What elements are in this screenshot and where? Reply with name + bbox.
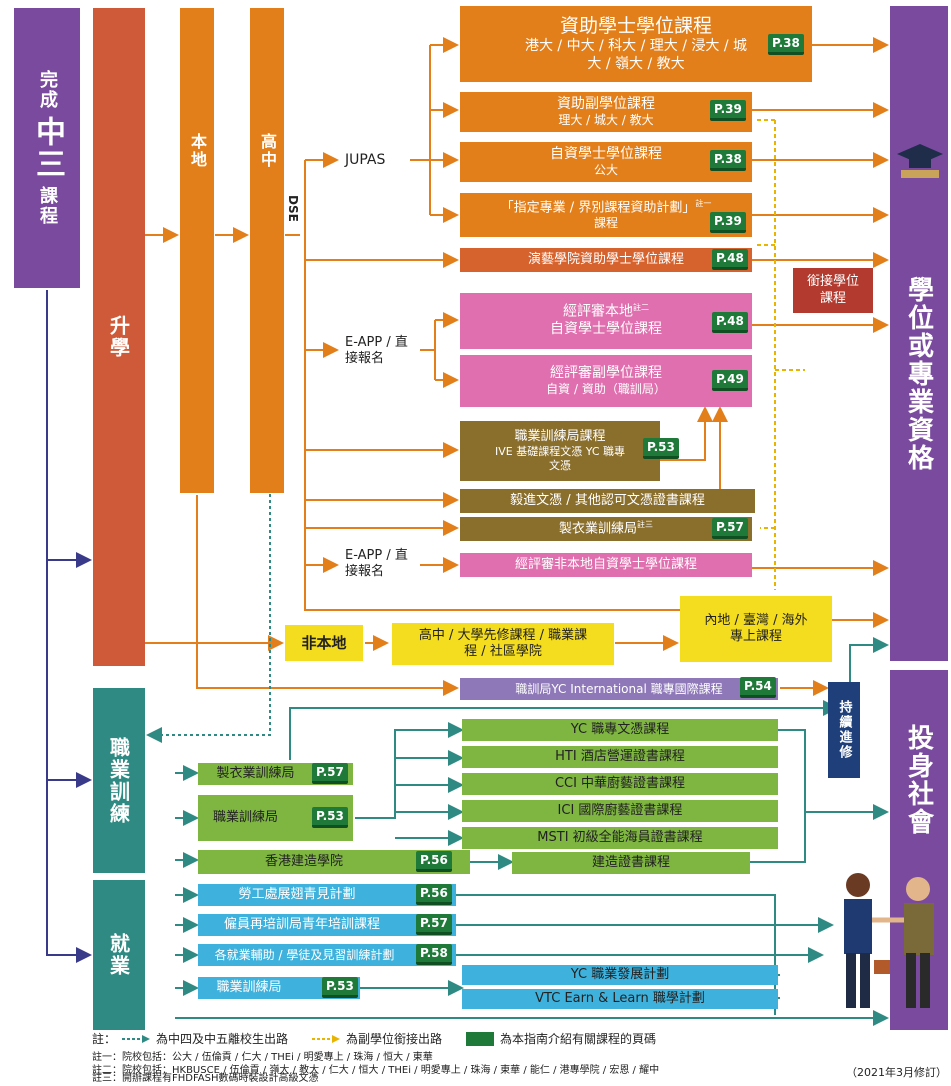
page-badge: P.57: [416, 914, 452, 935]
senior-column: 高中: [250, 8, 284, 493]
programme-funded-degree: 資助學士學位課程 港大 / 中大 / 科大 / 理大 / 浸大 / 城大 / 嶺…: [460, 6, 812, 82]
non-local-courses: 高中 / 大學先修課程 / 職業課程 / 社區學院: [392, 623, 614, 665]
non-local-box: 非本地: [285, 625, 363, 661]
eapp-label-1: E-APP / 直接報名: [345, 335, 408, 367]
vtc-course: ICI 國際廚藝證書課程: [462, 800, 778, 822]
page-badge: P.38: [710, 150, 746, 171]
programme-yi-jin: 毅進文憑 / 其他認可文憑證書課程: [460, 489, 755, 513]
employment-apprentice: 各就業輔助 / 學徒及見習訓練計劃: [198, 944, 456, 966]
note-2: 註二：院校包括：HKBUSCE / 伍倫貢 / 嶺大 / 教大 / 仁大 / 恒…: [92, 1065, 660, 1076]
page-badge: P.56: [416, 884, 452, 905]
local-label: 本地: [188, 132, 207, 169]
programme-non-local-degree: 經評審非本地自資學士學位課程: [460, 553, 752, 577]
vocational-label: 職業訓練: [106, 736, 131, 825]
articulation-box: 銜接學位課程: [793, 268, 873, 313]
page-badge: P.39: [710, 212, 746, 233]
teal-dotted-arrow-icon: [122, 1034, 151, 1043]
revision-date: （2021年3月修訂）: [846, 1066, 947, 1079]
programme-apa: 演藝學院資助學士學位課程: [460, 248, 752, 272]
employment-course: YC 職業發展計劃: [462, 965, 778, 985]
qualification-column: 學位或專業資格: [890, 6, 948, 661]
dse-label: DSE: [286, 195, 300, 222]
page-badge: P.39: [710, 100, 746, 121]
programme-clothing-training: 製衣業訓練局註三: [460, 517, 752, 541]
employment-course: VTC Earn & Learn 職學計劃: [462, 989, 778, 1009]
society-label: 投身社會: [903, 724, 934, 836]
page-badge: P.54: [740, 677, 776, 698]
legend: 註： 為中四及中五離校生出路 為副學位銜接出路 為本指南介紹有關課程的頁碼: [92, 1030, 656, 1047]
employment-vtc: 職業訓練局: [198, 977, 360, 999]
continue-study-label: 持續進修: [836, 700, 852, 760]
course-label: 課程: [37, 186, 58, 226]
vtc-course: YC 職專文憑課程: [462, 719, 778, 741]
employment-label: 就業: [106, 933, 131, 977]
senior-label: 高中: [258, 132, 277, 169]
page-badge: P.53: [322, 977, 358, 998]
society-column: 投身社會: [890, 670, 948, 1030]
legend-book: 為本指南介紹有關課程的頁碼: [500, 1032, 657, 1046]
programme-self-financed-degree: 自資學士學位課程 公大: [460, 142, 752, 182]
page-badge: P.56: [416, 851, 452, 872]
page-badge: P.57: [312, 763, 348, 784]
complete-label: 完成: [37, 70, 58, 110]
vocational-column: 職業訓練: [93, 688, 145, 873]
programme-sssdp: 「指定專業 / 界別課程資助計劃」註一 課程: [460, 193, 752, 237]
employment-erb: 僱員再培訓局青年培訓課程: [198, 914, 456, 936]
vtc-course: CCI 中華廚藝證書課程: [462, 773, 778, 795]
continue-study-box: 持續進修: [828, 682, 860, 778]
non-local-post-secondary: 內地 / 臺灣 / 海外 專上課程: [680, 596, 832, 662]
local-column: 本地: [180, 8, 214, 493]
programme-funded-subdegree: 資助副學位課程 理大 / 城大 / 教大: [460, 92, 752, 132]
jupas-label: JUPAS: [345, 152, 386, 168]
further-study-label: 升學: [106, 315, 131, 359]
further-study-column: 升學: [93, 8, 145, 666]
book-icon: [466, 1031, 495, 1046]
programme-accredited-subdegree: 經評審副學位課程 自資 / 資助（職訓局）: [460, 355, 752, 407]
qualification-label: 學位或專業資格: [903, 275, 934, 472]
page-badge: P.38: [768, 34, 804, 55]
employment-youth: 勞工處展翅青見計劃: [198, 884, 456, 906]
note-1: 註一：院校包括：公大 / 伍倫貢 / 仁大 / THEi / 明愛專上 / 珠海…: [92, 1052, 433, 1063]
page-badge: P.49: [712, 370, 748, 391]
employment-column: 就業: [93, 880, 145, 1030]
note-3: 註三：開辦課程有FHDFASH數碼時裝設計高級文憑: [92, 1073, 319, 1084]
page-badge: P.58: [416, 944, 452, 965]
eapp-label-2: E-APP / 直接報名: [345, 548, 408, 580]
programme-accredited-local-degree: 經評審本地註二 自資學士學位課程: [460, 293, 752, 349]
business-people-icon: [830, 865, 948, 1015]
page-badge: P.48: [712, 312, 748, 333]
construction-course: 建造證書課程: [512, 852, 750, 874]
s3-label: 中三: [30, 116, 65, 180]
yellow-dotted-arrow-icon: [312, 1034, 341, 1043]
graduation-cap-icon: [895, 140, 945, 180]
legend-teal: 為中四及中五離校生出路: [156, 1032, 289, 1046]
programme-vtc: 職業訓練局課程 IVE 基礎課程文憑 YC 職專文憑: [460, 421, 660, 481]
vtc-course: MSTI 初級全能海員證書課程: [462, 827, 778, 849]
page-badge: P.53: [312, 807, 348, 828]
page-badge: P.53: [643, 438, 679, 459]
vtc-course: HTI 酒店營運證書課程: [462, 746, 778, 768]
page-badge: P.48: [712, 249, 748, 270]
page-badge: P.57: [712, 518, 748, 539]
legend-yellow: 為副學位銜接出路: [346, 1032, 443, 1046]
programme-yc-international: 職訓局YC International 職專國際課程: [460, 678, 778, 700]
complete-s3-block: 完成 中三 課程: [14, 8, 80, 288]
legend-prefix: 註：: [92, 1032, 117, 1046]
